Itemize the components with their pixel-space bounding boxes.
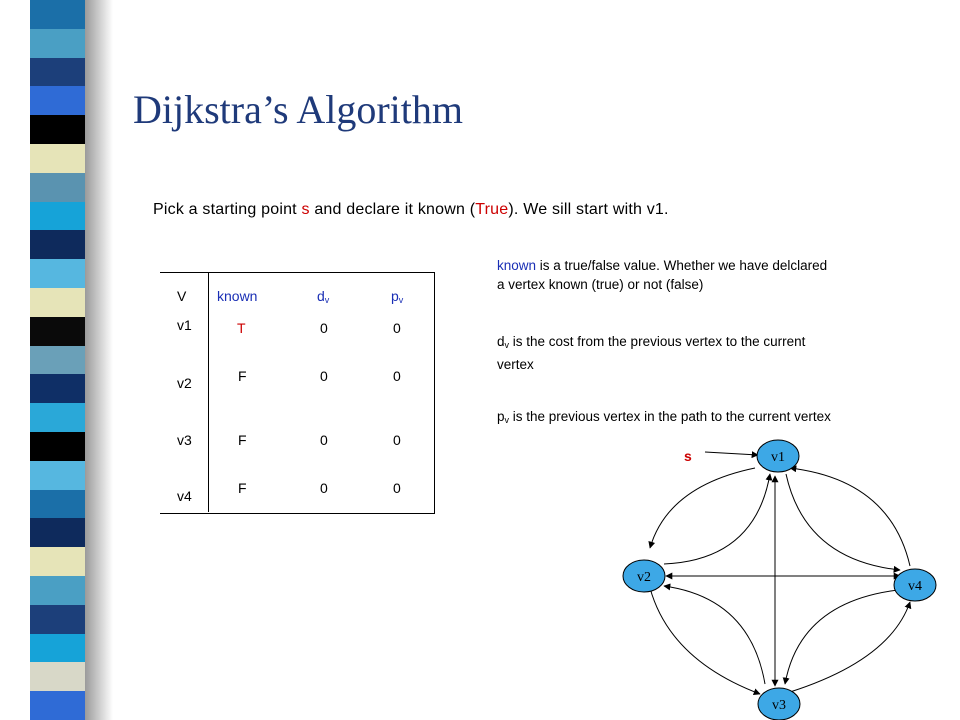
intro-part2: and declare it known ( xyxy=(309,201,476,218)
stripe-block xyxy=(30,316,85,347)
note-pv-base: p xyxy=(497,409,505,424)
node-v3-label: v3 xyxy=(772,698,786,713)
row-v4-vertex: v4 xyxy=(177,488,192,504)
start-arrow xyxy=(704,451,759,459)
row-v4-pv: 0 xyxy=(393,480,401,496)
stripe-block xyxy=(30,259,85,289)
stripe-block xyxy=(30,288,85,318)
node-v2 xyxy=(622,559,666,593)
node-v3 xyxy=(757,687,801,720)
intro-true: True xyxy=(475,201,509,218)
row-v2-dv: 0 xyxy=(320,368,328,384)
stripe-block xyxy=(30,604,85,635)
row-v1-dv: 0 xyxy=(320,320,328,336)
stripe-block xyxy=(30,403,85,433)
stripe-block xyxy=(30,57,85,87)
stripe-block xyxy=(30,489,85,519)
row-v4-dv: 0 xyxy=(320,480,328,496)
decorative-shadow xyxy=(85,0,113,720)
note-dv-base: d xyxy=(497,334,505,349)
intro-s: s xyxy=(301,201,310,218)
note-pv-sub: v xyxy=(504,415,510,425)
row-v1-known: T xyxy=(237,320,246,336)
header-known: known xyxy=(217,288,258,304)
stripe-block xyxy=(30,691,85,720)
stripe-block xyxy=(30,547,85,577)
header-v: V xyxy=(177,288,187,304)
stripe-block xyxy=(30,345,85,375)
edge-v2-v3 xyxy=(649,587,761,696)
stripe-block xyxy=(30,374,85,404)
note-known-word: known xyxy=(497,258,537,273)
row-v3-vertex: v3 xyxy=(177,432,192,448)
vertex-table xyxy=(160,272,435,514)
header-dv-sub: v xyxy=(324,295,330,305)
intro-text: Pick a starting point s and declare it k… xyxy=(153,198,713,222)
edge-v1-v4 xyxy=(785,473,901,573)
note-known-rest: is a true/false value. Whether we have d… xyxy=(497,258,828,292)
row-v3-known: F xyxy=(238,432,247,448)
note-pv-rest: is the previous vertex in the path to th… xyxy=(509,409,831,424)
intro-part1: Pick a starting point xyxy=(153,201,302,218)
note-dv-sub: v xyxy=(504,340,510,350)
header-dv-base: d xyxy=(317,288,325,304)
stripe-block xyxy=(30,432,85,462)
row-v2-pv: 0 xyxy=(393,368,401,384)
node-v1 xyxy=(756,439,800,473)
node-v4 xyxy=(893,568,937,602)
edge-v4-v1 xyxy=(789,465,911,567)
row-v4-known: F xyxy=(238,480,247,496)
edge-v4-v3 xyxy=(789,601,912,693)
row-v3-pv: 0 xyxy=(393,432,401,448)
decorative-color-stripe xyxy=(30,0,85,720)
row-v2-vertex: v2 xyxy=(177,375,192,391)
row-v3-dv: 0 xyxy=(320,432,328,448)
node-v4-label: v4 xyxy=(908,579,922,594)
note-pv: pv is the previous vertex in the path to… xyxy=(497,407,837,430)
stripe-block xyxy=(30,230,85,260)
stripe-block xyxy=(30,201,85,231)
row-v2-known: F xyxy=(238,368,247,384)
stripe-block xyxy=(30,172,85,203)
stripe-block xyxy=(30,144,85,174)
stripe-block xyxy=(30,633,85,663)
header-pv-sub: v xyxy=(398,295,404,305)
stripe-block xyxy=(30,86,85,116)
node-v2-label: v2 xyxy=(637,570,651,585)
graph-diagram: s v1 v2 v4 v3 xyxy=(622,439,937,720)
header-pv-base: p xyxy=(391,288,399,304)
edge-v3-v4 xyxy=(782,589,899,685)
edge-v1-v2 xyxy=(648,467,756,549)
stripe-block xyxy=(30,576,85,606)
header-dv: dv xyxy=(317,288,329,305)
stripe-block xyxy=(30,518,85,548)
note-dv: dv is the cost from the previous vertex … xyxy=(497,332,837,374)
edge-v3-v2 xyxy=(663,583,766,685)
note-dv-rest: is the cost from the previous vertex to … xyxy=(497,334,806,372)
edge-v2-v1 xyxy=(663,473,773,565)
header-pv: pv xyxy=(391,288,403,305)
row-v1-vertex: v1 xyxy=(177,317,192,333)
node-v1-label: v1 xyxy=(771,450,785,465)
stripe-block xyxy=(30,460,85,491)
stripe-block xyxy=(30,115,85,145)
start-label: s xyxy=(684,448,692,464)
note-known: known is a true/false value. Whether we … xyxy=(497,256,837,294)
stripe-block xyxy=(30,662,85,692)
stripe-block xyxy=(30,28,85,59)
intro-part3: ). We sill start with v1. xyxy=(508,201,669,218)
slide-title: Dijkstra’s Algorithm xyxy=(133,87,463,132)
stripe-block xyxy=(30,0,85,30)
row-v1-pv: 0 xyxy=(393,320,401,336)
table-divider xyxy=(208,272,209,512)
